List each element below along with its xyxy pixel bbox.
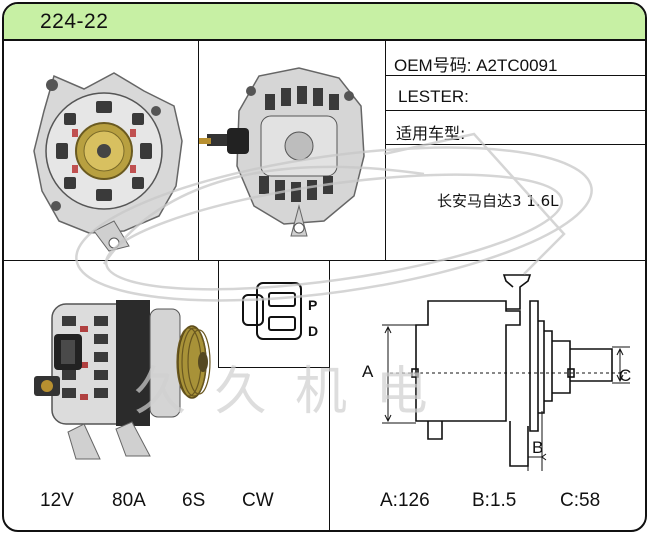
divider bbox=[329, 260, 330, 530]
alternator-front-image bbox=[33, 72, 183, 252]
current: 80A bbox=[112, 490, 146, 511]
divider bbox=[385, 110, 645, 111]
alternator-rear-image bbox=[199, 67, 365, 237]
vehicle-row: 适用车型: bbox=[396, 120, 645, 144]
vehicle-label: 适用车型: bbox=[396, 124, 466, 143]
dimension-b-letter: B bbox=[532, 438, 544, 457]
dimension-b: B:1.5 bbox=[472, 490, 517, 511]
dimension-a-letter: A bbox=[362, 362, 374, 381]
oem-row: OEM号码: A2TC0091 bbox=[394, 51, 645, 76]
divider bbox=[218, 260, 219, 368]
header-bar: 224-22 bbox=[4, 4, 645, 41]
vehicle-value: 长安马自达3 1.6L bbox=[437, 192, 559, 210]
oem-label: OEM号码: bbox=[394, 56, 472, 75]
dimension-c-letter: C bbox=[619, 366, 632, 385]
dimension-drawing bbox=[382, 274, 630, 471]
lester-row: LESTER: bbox=[398, 87, 645, 107]
dimension-c: C:58 bbox=[560, 490, 601, 511]
voltage: 12V bbox=[40, 490, 74, 511]
connector-pin-d: D bbox=[308, 323, 319, 339]
connector-pin-p: P bbox=[308, 297, 318, 313]
rotation: CW bbox=[242, 490, 274, 511]
alternator-side-image bbox=[34, 300, 211, 460]
oem-value: A2TC0091 bbox=[476, 56, 558, 75]
divider bbox=[385, 144, 645, 145]
pulley-type: 6S bbox=[182, 490, 206, 511]
model-number: 224-22 bbox=[40, 10, 109, 33]
lester-label: LESTER: bbox=[398, 87, 469, 106]
connector-diagram bbox=[242, 282, 302, 340]
divider bbox=[385, 75, 645, 76]
divider bbox=[218, 367, 330, 368]
dimension-a: A:126 bbox=[380, 490, 430, 511]
